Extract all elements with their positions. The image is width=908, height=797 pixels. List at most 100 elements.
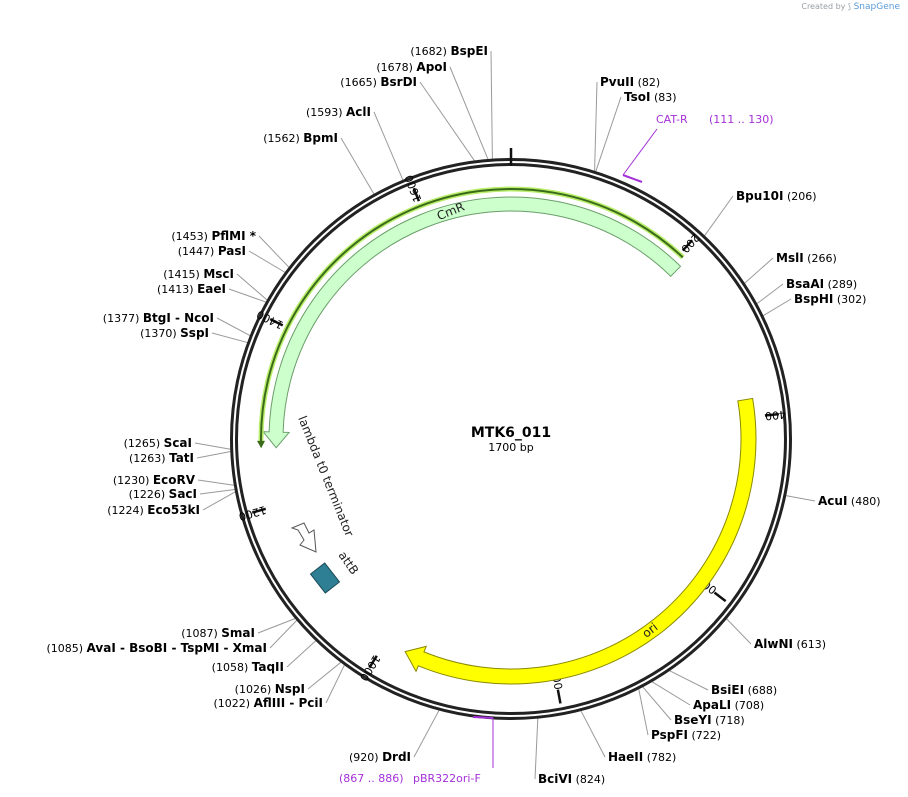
site-name: SspI: [180, 326, 209, 340]
restriction-site-label[interactable]: BsaAI (289): [786, 277, 857, 291]
cmr-arrow[interactable]: [262, 196, 682, 449]
restriction-site-label[interactable]: AcuI (480): [818, 494, 881, 508]
site-leader-line: [668, 669, 709, 691]
cmr-label: CmR: [435, 200, 467, 224]
restriction-site-label[interactable]: MslI (266): [776, 251, 837, 265]
site-name: TaqII: [252, 660, 284, 674]
snapgene-credit: Created by ⟆ SnapGene: [801, 2, 900, 12]
site-position: (722): [688, 729, 721, 742]
restriction-site-label[interactable]: (1230) EcoRV: [113, 473, 196, 487]
restriction-site-label[interactable]: BsiEI (688): [711, 683, 777, 697]
site-leader-line: [756, 283, 784, 305]
ori-arrow[interactable]: [404, 397, 757, 685]
site-name: BpmI: [303, 131, 338, 145]
restriction-site-label[interactable]: (1453) PflMI *: [171, 229, 256, 243]
site-leader-line: [236, 273, 268, 301]
site-name: ApoI: [416, 60, 447, 74]
restriction-site-label[interactable]: (1593) AclI: [306, 105, 371, 119]
restriction-site-label[interactable]: BseYI (718): [674, 713, 745, 727]
site-name: HaeII: [608, 750, 643, 764]
restriction-site-label[interactable]: (1562) BpmI: [263, 131, 338, 145]
site-position: (613): [793, 638, 826, 651]
site-leader-line: [197, 479, 235, 486]
restriction-site-label[interactable]: (920) DrdI: [349, 750, 411, 764]
cat-r-primer[interactable]: [622, 174, 643, 183]
tick-label: 1200: [237, 503, 267, 523]
restriction-site-label[interactable]: (1682) BspEI: [410, 44, 488, 58]
site-leader-line: [325, 664, 346, 704]
terminator-small-arrow[interactable]: [290, 522, 317, 553]
site-leader-line: [580, 709, 606, 758]
restriction-site-label[interactable]: (1678) ApoI: [376, 60, 447, 74]
site-position: (1224): [107, 504, 147, 517]
site-name: PasI: [218, 244, 246, 258]
site-position: (824): [572, 773, 605, 786]
site-labels[interactable]: PvuII (82)TsoI (83) Bpu10I (206) MslI (266…: [46, 44, 880, 786]
restriction-site-label[interactable]: HaeII (782): [608, 750, 676, 764]
site-position: (782): [643, 751, 676, 764]
restriction-site-label[interactable]: (1413) EaeI: [157, 282, 226, 296]
tick-mark: [681, 239, 694, 252]
restriction-site-label[interactable]: (1085) AvaI - BsoBI - TspMI - XmaI: [46, 641, 267, 655]
site-leader-line: [743, 257, 774, 285]
restriction-site-label[interactable]: (1447) PasI: [178, 244, 246, 258]
site-name: NspI: [275, 682, 305, 696]
restriction-site-label[interactable]: (1665) BsrDI: [340, 75, 417, 89]
site-position: (920): [349, 751, 382, 764]
cat-r-leader: [622, 128, 658, 176]
restriction-site-label[interactable]: (1026) NspI: [235, 682, 305, 696]
restriction-site-label[interactable]: (1087) SmaI: [181, 626, 255, 640]
site-leader-line: [785, 495, 816, 502]
site-position: (83): [650, 91, 676, 104]
restriction-site-label[interactable]: PspFI (722): [651, 728, 721, 742]
site-name: AcuI: [818, 494, 847, 508]
attb-box[interactable]: [309, 562, 341, 594]
site-position: (688): [744, 684, 777, 697]
restriction-site-label[interactable]: BciVI (824): [538, 772, 605, 786]
tick-label: 400: [764, 408, 786, 423]
restriction-site-label[interactable]: (1022) AflIII - PciI: [214, 696, 323, 710]
site-leader-line: [725, 617, 752, 645]
restriction-site-label[interactable]: Bpu10I (206): [736, 189, 817, 203]
site-name: ScaI: [164, 436, 192, 450]
plasmid-center-title: MTK6_011 1700 bp: [471, 425, 551, 454]
site-leader-line: [490, 50, 493, 160]
pbr322ori-f-name[interactable]: pBR322ori-F: [413, 772, 481, 785]
restriction-site-label[interactable]: BspHI (302): [794, 292, 866, 306]
restriction-site-label[interactable]: (1058) TaqII: [212, 660, 284, 674]
site-leader-line: [651, 680, 691, 706]
site-leader-line: [211, 332, 249, 344]
restriction-site-label[interactable]: (1226) SacI: [129, 487, 197, 501]
site-name: MscI: [203, 267, 234, 281]
restriction-site-label[interactable]: AlwNI (613): [754, 637, 826, 651]
pbr322ori-f-primer[interactable]: [472, 716, 494, 719]
restriction-site-label[interactable]: (1415) MscI: [163, 267, 234, 281]
site-leader-line: [373, 111, 404, 181]
restriction-site-label[interactable]: PvuII (82): [600, 75, 660, 89]
site-name: Bpu10I: [736, 189, 783, 203]
cmr-line-head: [257, 440, 266, 449]
site-leader-line: [594, 81, 598, 172]
site-leader-line: [194, 442, 232, 450]
restriction-site-label[interactable]: (1265) ScaI: [124, 436, 192, 450]
site-leader-line: [703, 195, 734, 237]
site-position: (718): [712, 714, 745, 727]
restriction-site-label[interactable]: (1263) TatI: [129, 451, 194, 465]
site-name: AlwNI: [754, 637, 793, 651]
restriction-site-label[interactable]: (1377) BtgI - NcoI: [103, 311, 214, 325]
site-leader-line: [248, 250, 286, 274]
site-position: (1265): [124, 437, 164, 450]
site-name: TatI: [169, 451, 194, 465]
site-leader-line: [202, 491, 237, 511]
snapgene-brand: SnapGene: [853, 2, 900, 12]
cat-r-name[interactable]: CAT-R: [656, 113, 688, 126]
tick-mark: [764, 412, 779, 417]
restriction-site-label[interactable]: TsoI (83): [624, 90, 677, 104]
site-leader-line: [258, 235, 290, 269]
site-name: BsrDI: [380, 75, 417, 89]
site-leader-line: [419, 81, 476, 162]
restriction-site-label[interactable]: (1370) SspI: [140, 326, 209, 340]
restriction-site-label[interactable]: ApaLI (708): [693, 698, 764, 712]
site-position: (1453): [171, 230, 211, 243]
restriction-site-label[interactable]: (1224) Eco53kI: [107, 503, 200, 517]
